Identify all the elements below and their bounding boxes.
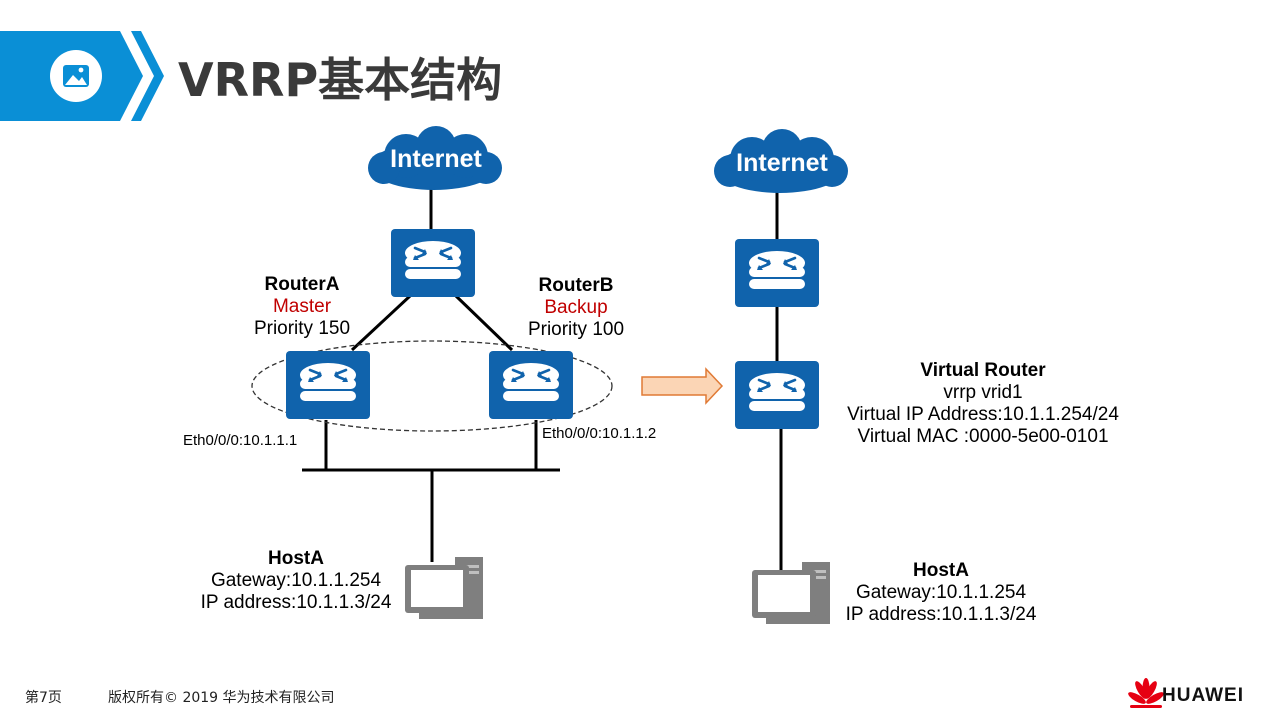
router-a-interface: Eth0/0/0:10.1.1.1 (183, 432, 298, 449)
host-a-gateway-left: Gateway:10.1.1.254 (210, 570, 382, 591)
host-a-pc-right (752, 562, 830, 624)
host-a-ip-right: IP address:10.1.1.3/24 (845, 604, 1037, 625)
cloud-label-right: Internet (736, 149, 828, 177)
cloud-label-left: Internet (390, 145, 482, 173)
router-b-name: RouterB (538, 275, 614, 296)
virtual-router-vip: Virtual IP Address:10.1.1.254/24 (847, 404, 1119, 425)
host-a-gateway-right: Gateway:10.1.1.254 (855, 582, 1027, 603)
host-a-ip-left: IP address:10.1.1.3/24 (200, 592, 392, 613)
router-a-name: RouterA (264, 274, 340, 295)
vrrp-group-ellipse (251, 340, 613, 432)
footer-page-number: 第7页 (25, 690, 62, 706)
host-a-pc-left (405, 557, 483, 619)
host-a-label-right: HostA Gateway:10.1.1.254 IP address:10.1… (831, 560, 1051, 626)
host-a-name-left: HostA (268, 548, 324, 569)
huawei-logo-icon (1128, 678, 1164, 708)
brand-name: HUAWEI (1162, 685, 1244, 706)
core-router-right (733, 237, 821, 309)
footer-copyright: 版权所有© 2019 华为技术有限公司 (108, 690, 335, 706)
router-b-priority: Priority 100 (527, 319, 625, 340)
host-a-label-left: HostA Gateway:10.1.1.254 IP address:10.1… (186, 548, 406, 614)
router-a (284, 349, 372, 421)
header-banner (0, 31, 164, 121)
router-b (487, 349, 575, 421)
image-icon (50, 50, 102, 102)
transition-arrow (641, 367, 724, 405)
router-b-role: Backup (544, 297, 608, 318)
virtual-router-name: Virtual Router (920, 360, 1046, 381)
left-links (302, 185, 560, 562)
virtual-router-icon (733, 359, 821, 431)
virtual-router-vrid: vrrp vrid1 (943, 382, 1023, 403)
virtual-router-vmac: Virtual MAC :0000-5e00-0101 (857, 426, 1109, 447)
virtual-router-label: Virtual Router vrrp vrid1 Virtual IP Add… (833, 360, 1133, 448)
router-a-priority: Priority 150 (253, 318, 351, 339)
core-router-left (389, 227, 477, 299)
router-b-label: RouterB Backup Priority 100 (496, 275, 656, 341)
router-a-label: RouterA Master Priority 150 (222, 274, 382, 340)
router-a-role: Master (272, 296, 332, 317)
host-a-name-right: HostA (913, 560, 969, 581)
right-links (775, 188, 783, 570)
page-title: VRRP基本结构 (178, 53, 503, 107)
router-b-interface: Eth0/0/0:10.1.1.2 (542, 425, 657, 442)
